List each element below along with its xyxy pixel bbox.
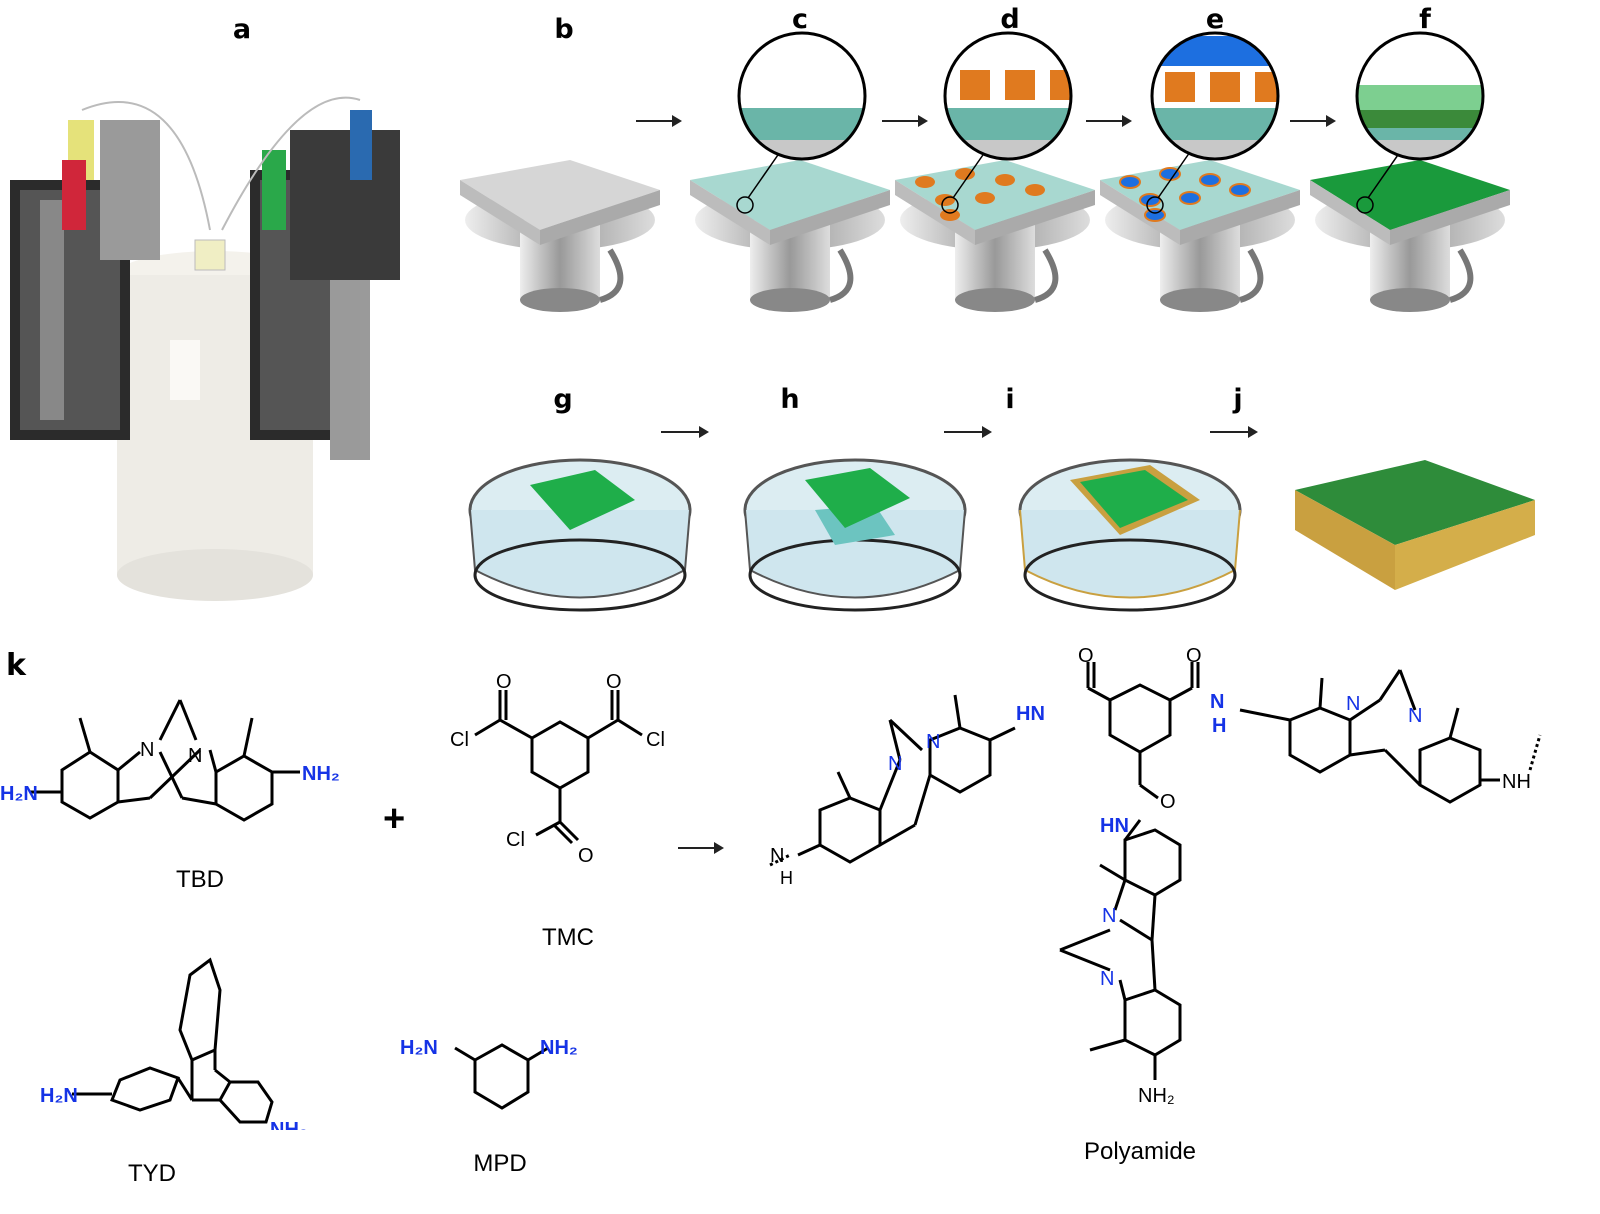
panel-label-f: f: [1419, 4, 1431, 35]
molecule-tyd: H₂N NH₂: [40, 957, 308, 1130]
tmc-o1: O: [496, 671, 512, 693]
polyamide-nh-left-end: N: [770, 845, 784, 867]
panel-label-i: i: [1005, 384, 1015, 415]
panel-label-k: k: [6, 648, 26, 683]
polyamide-hn-left: HN: [1016, 703, 1045, 725]
mpd-nh2-left: H₂N: [400, 1037, 438, 1059]
tmc-cl3: Cl: [506, 829, 525, 851]
step-arrow-i-j: [1210, 426, 1258, 438]
polyamide-o2: O: [1186, 645, 1202, 667]
tmc-o3: O: [578, 845, 594, 867]
polyamide-n4: N: [1408, 705, 1422, 727]
molecule-name-polyamide: Polyamide: [1083, 1138, 1197, 1165]
panel-label-h: h: [780, 384, 800, 415]
molecule-tmc: O O O Cl Cl Cl: [450, 671, 665, 867]
panel-label-b: b: [554, 14, 574, 45]
petri-dish-i: [1018, 458, 1242, 612]
magnifier-e: [1150, 31, 1280, 161]
magnifier-d: [943, 31, 1073, 161]
step-arrow-g-h: [661, 426, 709, 438]
molecule-polyamide: O O O HN N H HN N N N N N N N H NH NH₂: [769, 645, 1542, 1107]
tyd-nh2-right: NH₂: [270, 1119, 308, 1130]
panel-label-e: e: [1205, 4, 1225, 35]
molecule-name-tyd: TYD: [128, 1160, 176, 1187]
step-arrow-c-d: [882, 115, 928, 127]
reaction-arrow: [678, 842, 724, 854]
step-arrow-h-i: [944, 426, 992, 438]
spin-unit-d: [895, 151, 1095, 312]
polyamide-nh-right-end: NH: [1502, 771, 1531, 793]
polyamide-nh2-end: NH₂: [1138, 1085, 1175, 1107]
step-arrow-d-e: [1086, 115, 1132, 127]
polyamide-n6: N: [1100, 968, 1114, 990]
panel-label-d: d: [1000, 4, 1020, 35]
spin-unit-b: [460, 160, 660, 312]
tbd-n1: N: [140, 739, 154, 761]
tmc-cl2: Cl: [646, 729, 665, 751]
tbd-n2: N: [188, 745, 202, 767]
molecule-name-tmc: TMC: [542, 924, 594, 951]
tbd-nh2-right: NH₂: [302, 763, 340, 785]
polyamide-n2: N: [888, 753, 902, 775]
panel-label-g: g: [553, 384, 573, 415]
molecule-mpd: H₂N NH₂: [400, 1037, 578, 1110]
polyamide-hn-bottom: HN: [1100, 815, 1129, 837]
step-arrow-e-f: [1290, 115, 1336, 127]
transfer-steps: [468, 458, 1535, 612]
plus-sign: +: [383, 798, 406, 840]
tbd-nh2-left: H₂N: [0, 783, 38, 805]
step-arrow-b-c: [636, 115, 682, 127]
polyamide-n5: N: [1102, 905, 1116, 927]
spin-unit-e: [1100, 151, 1300, 312]
polyamide-o3: O: [1160, 791, 1176, 813]
tmc-o2: O: [606, 671, 622, 693]
petri-dish-h: [743, 458, 967, 612]
tyd-nh2-left: H₂N: [40, 1085, 78, 1107]
panel-label-c: c: [791, 4, 809, 35]
tmc-cl1: Cl: [450, 729, 469, 751]
panel-label-a: a: [232, 14, 252, 45]
polyamide-h-right: H: [1212, 715, 1226, 737]
molecule-name-tbd: TBD: [176, 866, 224, 893]
spin-coating-steps: [460, 31, 1510, 312]
polyamide-h-left-end: H: [780, 868, 793, 888]
spin-unit-c: [690, 151, 890, 312]
spin-unit-f: [1310, 151, 1510, 312]
polyamide-n3: N: [1346, 693, 1360, 715]
polyamide-n1: N: [926, 731, 940, 753]
polyamide-nh-right: N: [1210, 691, 1224, 713]
panel-label-j: j: [1233, 384, 1243, 415]
spin-coater-instrument: [10, 96, 400, 601]
polyamide-o1: O: [1078, 645, 1094, 667]
molecule-name-mpd: MPD: [473, 1150, 527, 1177]
petri-dish-g: [468, 458, 692, 612]
membrane-sample-j: [1295, 460, 1535, 590]
molecule-tbd: N N H₂N NH₂: [0, 699, 340, 822]
mpd-nh2-right: NH₂: [540, 1037, 578, 1059]
